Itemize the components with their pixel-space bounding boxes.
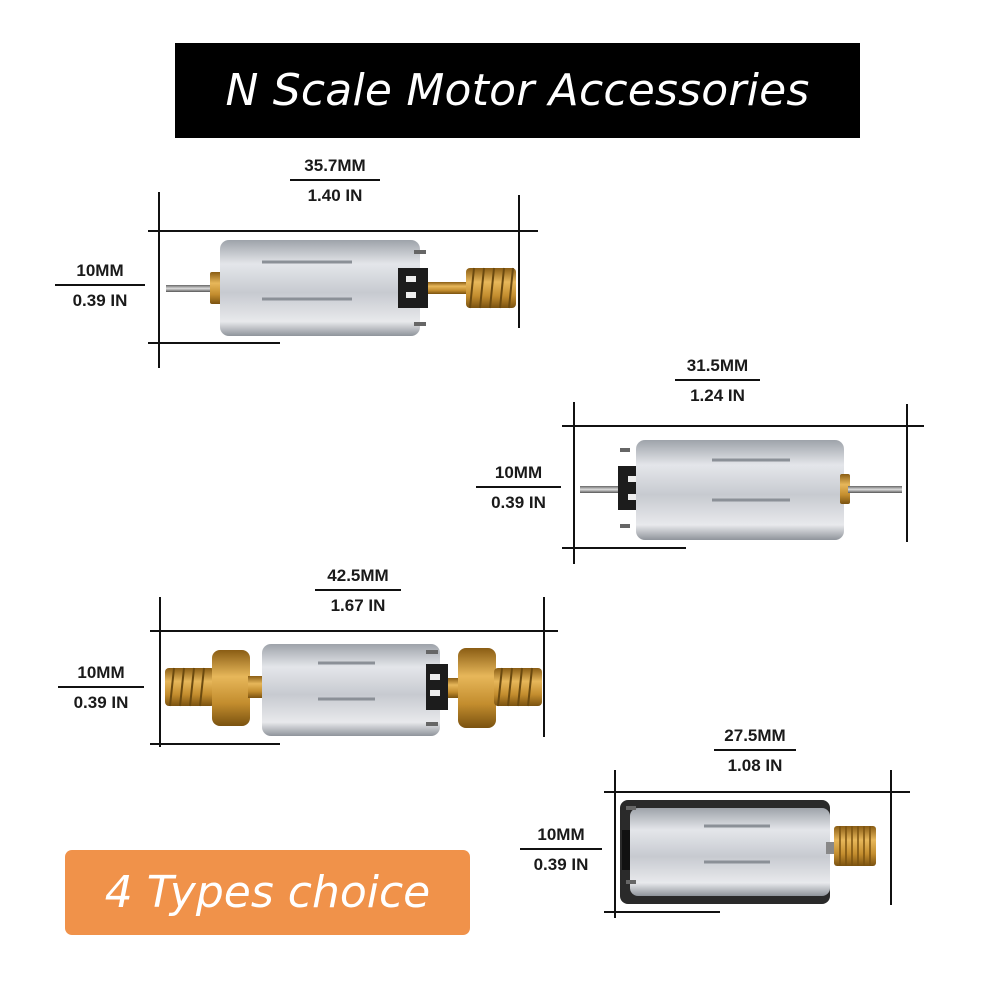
motor-2-dim-line [906,404,908,542]
motor-4-dim-line [604,911,720,913]
motor-2-dim-line [562,425,924,427]
motor-4-dim-line [890,770,892,905]
badge-label: 4 Types choice [104,867,431,918]
motor-1-dim-line [148,230,538,232]
motor-3-dim-line [150,743,280,745]
motor-4-dim-line [604,791,910,793]
motor-2-dim-line [562,547,686,549]
motor-1-dim-line [148,342,280,344]
motor-2-dim-line [573,402,575,564]
motor-1-dim-line [158,192,160,368]
motor-1-dim-line [518,195,520,328]
types-choice-badge: 4 Types choice [65,850,470,935]
title-banner: N Scale Motor Accessories [175,43,860,138]
motor-3-dim-line [159,597,161,747]
motor-4-dim-line [614,770,616,918]
page-title: N Scale Motor Accessories [225,65,810,116]
motor-3-dim-line [543,597,545,737]
motor-3-dim-line [150,630,558,632]
